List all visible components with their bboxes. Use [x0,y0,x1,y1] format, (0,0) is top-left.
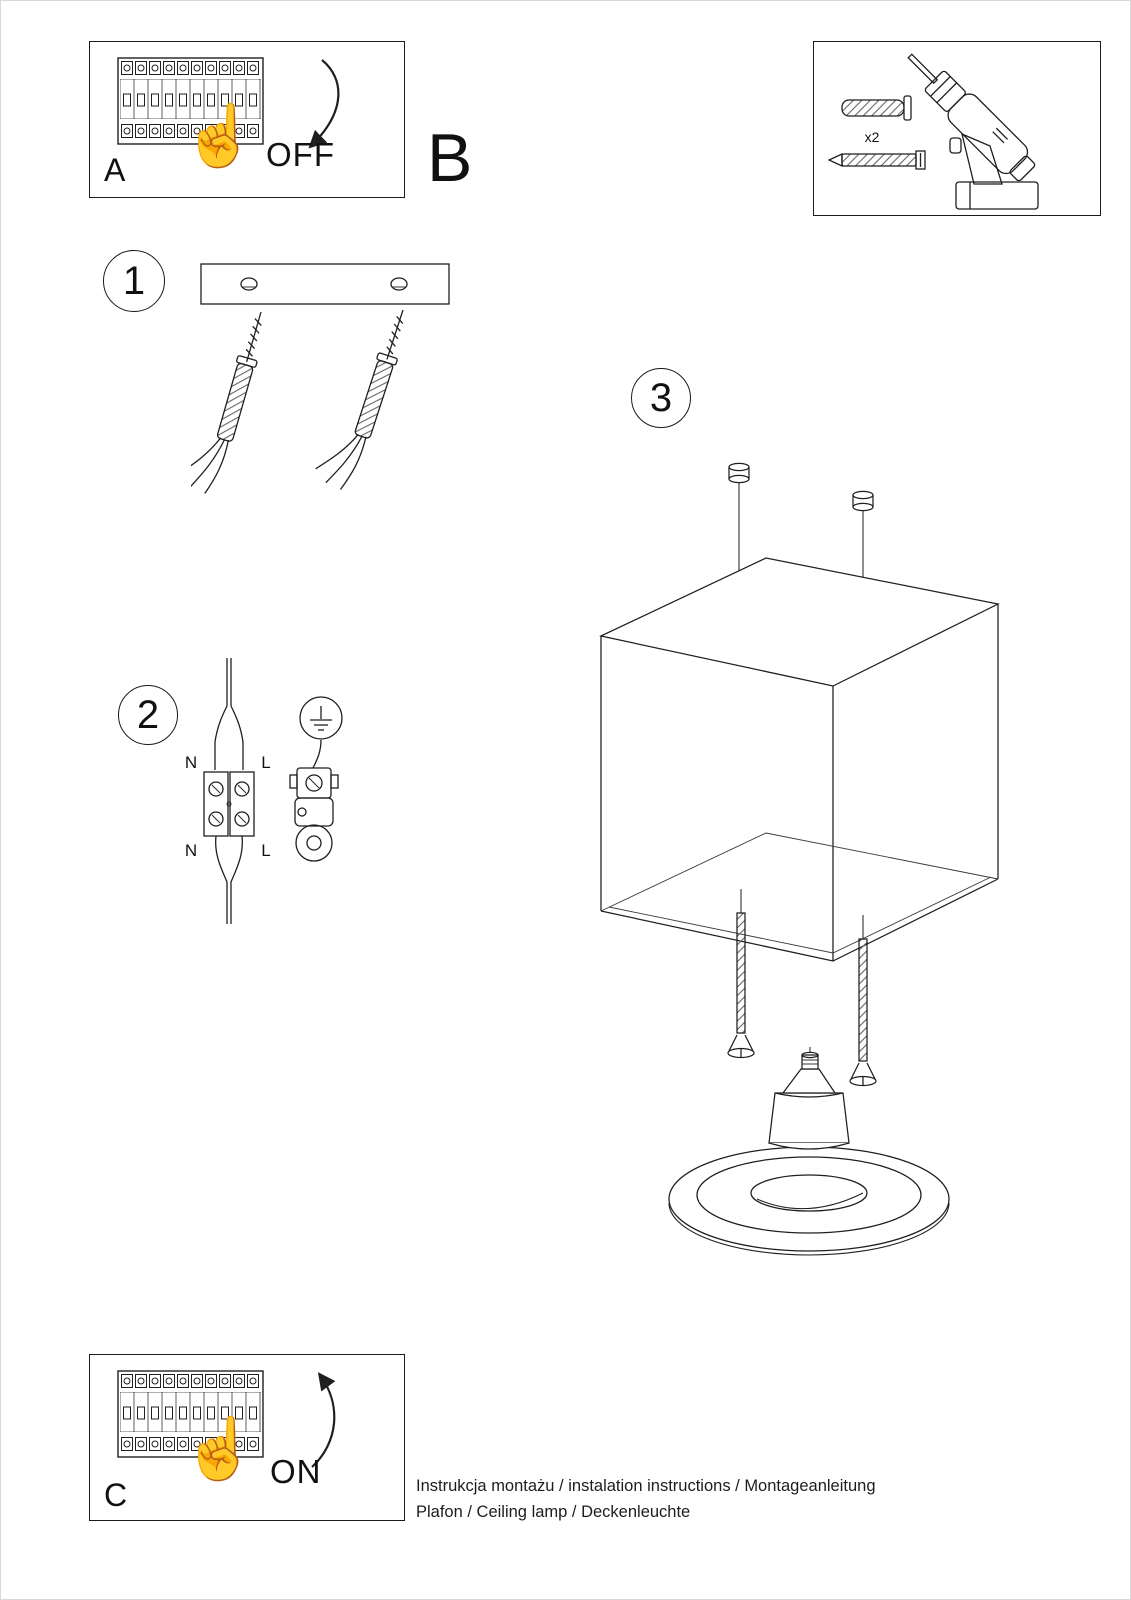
drill-icon [907,53,1039,210]
switch-state-label: ON [270,1453,322,1490]
box-a-label: A [104,152,126,188]
tools-box: x2 [813,41,1101,216]
bulb-ar111 [668,1047,950,1256]
wire-label-n-bottom: N [185,841,197,860]
screw-icon [827,150,926,170]
step-3-number: 3 [649,375,673,420]
wire-label-l-top: L [261,753,270,772]
step-3-illustration [599,462,1000,1256]
long-screw-left [727,889,755,1059]
mounting-plate [200,263,450,305]
cable-clamp-icon [289,739,339,862]
wall-plug-left [191,311,262,494]
step-2-illustration: N L N L [185,658,343,924]
lamp-wires [215,835,243,924]
step-1-badge: 1 [103,250,165,312]
arrow-down-icon [308,59,340,149]
breaker-panel-icon [117,57,264,145]
box-c-label: C [104,1477,128,1513]
step-1-number: 1 [122,258,146,303]
hand-point-up-icon: ☝ [182,1415,257,1482]
step-1-illustration [191,263,450,494]
terminal-block [203,771,255,837]
wall-plug-icon [841,95,912,121]
step-3-badge: 3 [631,368,691,428]
step-2-badge: 2 [118,685,178,745]
wire-label-l-bottom: L [261,841,270,860]
wall-plug-right [315,309,404,490]
cube-lamp-body [599,557,1000,962]
step-2-number: 2 [136,692,160,737]
footer-line-2: Plafon / Ceiling lamp / Deckenleuchte [416,1503,691,1521]
section-b-label: B [427,120,473,196]
hand-point-up-icon: ☝ [182,102,257,169]
arrow-up-icon [311,1372,336,1468]
dowel-count-label: x2 [865,129,880,145]
supply-wires [214,658,244,770]
power-off-box: ☝ OFF A [89,41,405,198]
footer-captions: Instrukcja montażu / instalation instruc… [416,1473,1056,1525]
switch-state-label: OFF [266,136,335,173]
power-on-box: ☝ ON C [89,1354,405,1521]
long-screw-right [849,915,877,1087]
breaker-panel-icon [117,1370,264,1458]
ground-symbol-icon [299,696,343,740]
wire-label-n-top: N [185,753,197,772]
tools-illustration: x2 [827,53,1039,210]
footer-line-1: Instrukcja montażu / instalation instruc… [416,1477,876,1495]
